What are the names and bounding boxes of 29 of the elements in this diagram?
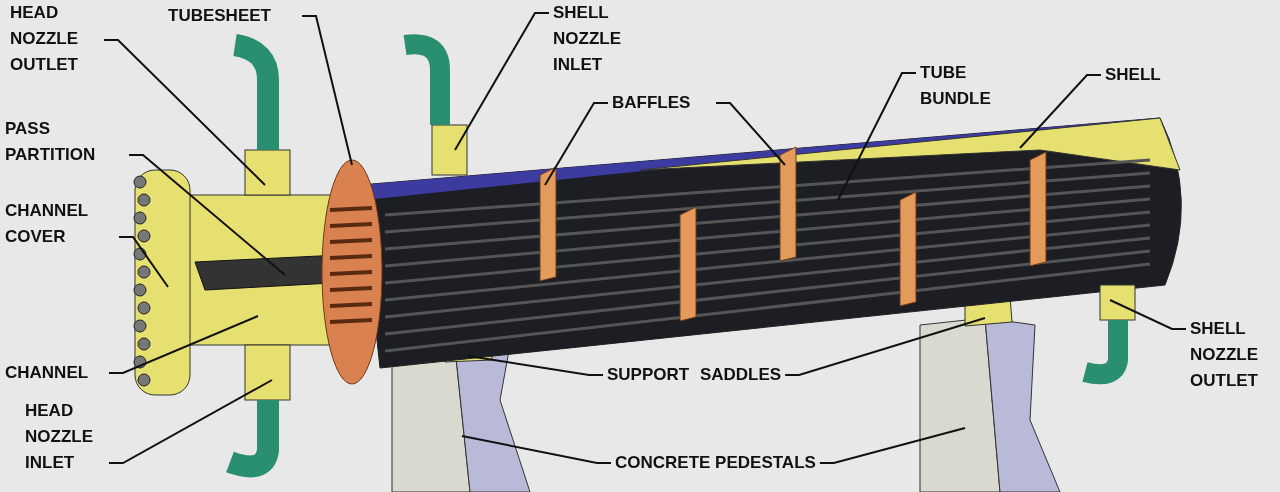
part-label: SHELL NOZZLE OUTLET: [1190, 316, 1280, 394]
leader-line: [715, 102, 786, 166]
leader-line: [544, 102, 609, 186]
leader-line: [118, 236, 169, 288]
leader-line: [461, 435, 612, 464]
part-label: TUBE BUNDLE: [920, 60, 1010, 112]
part-label: SHELL: [1105, 62, 1175, 88]
part-label: CHANNEL COVER: [5, 198, 115, 250]
part-label: CONCRETE PEDESTALS: [615, 450, 816, 476]
leader-line: [818, 427, 966, 464]
part-label: TUBESHEET: [168, 3, 298, 29]
leader-line: [1109, 299, 1187, 330]
leader-line: [301, 15, 353, 166]
part-label: SHELL NOZZLE INLET: [553, 0, 643, 78]
leader-line: [784, 317, 986, 376]
part-label: HEAD NOZZLE OUTLET: [10, 0, 100, 78]
leader-line: [837, 72, 917, 201]
leader-line: [108, 379, 273, 464]
leader-line: [454, 12, 550, 151]
part-label: HEAD NOZZLE INLET: [25, 398, 105, 476]
leader-line: [103, 39, 266, 186]
part-label: BAFFLES: [612, 90, 712, 116]
part-label: CHANNEL: [5, 360, 105, 386]
part-label: SUPPORT SADDLES: [607, 362, 782, 388]
leader-line: [1019, 74, 1102, 149]
leader-line: [128, 154, 286, 276]
leader-line: [108, 315, 259, 374]
part-label: PASS PARTITION: [5, 116, 125, 168]
leader-line: [467, 355, 604, 376]
